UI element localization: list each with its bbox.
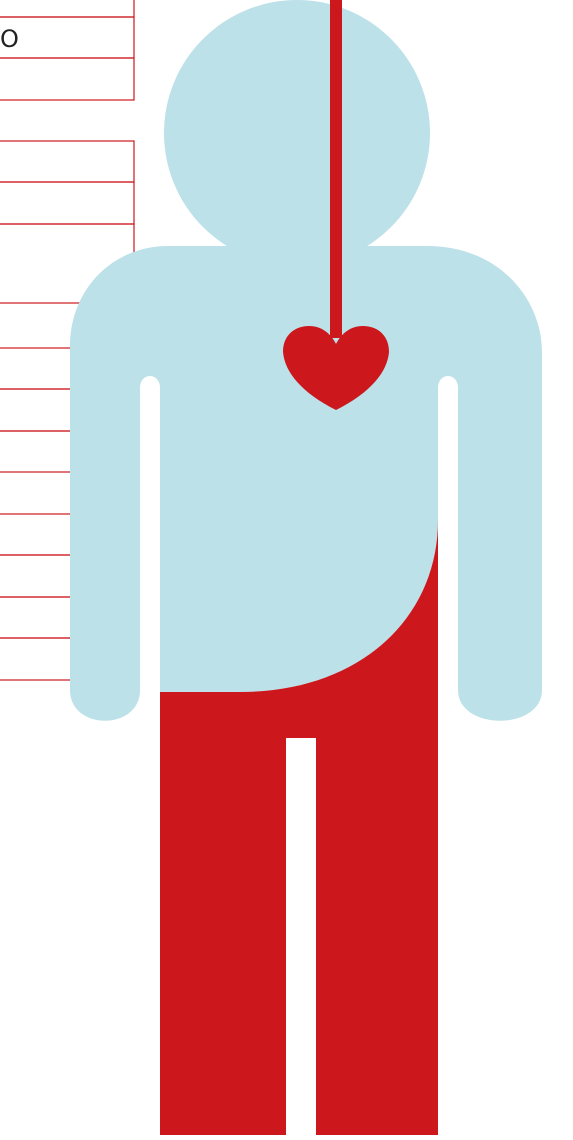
form-box — [0, 182, 134, 224]
form-box — [0, 0, 134, 17]
stem-line — [330, 0, 342, 338]
form-box — [0, 141, 134, 182]
head-shape — [164, 0, 430, 266]
form-box — [0, 58, 134, 100]
visible-form-glyph: O — [0, 24, 24, 54]
body-shape — [70, 246, 542, 721]
